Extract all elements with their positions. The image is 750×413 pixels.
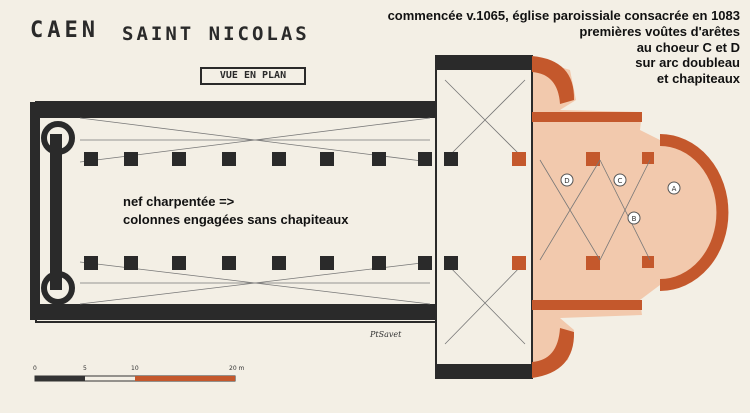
title-saint-nicolas: SAINT NICOLAS (122, 23, 310, 45)
title-caen: CAEN (30, 18, 99, 43)
signature: PtSavet (370, 330, 402, 339)
nave-note-line-2: colonnes engagées sans chapiteaux (123, 212, 349, 227)
nave-piers (84, 152, 432, 270)
scale-bar (34, 375, 236, 382)
west-towers (41, 121, 75, 305)
aisle-vaults (79, 117, 431, 305)
note-line-3: au choeur C et D (636, 39, 740, 55)
transept (435, 55, 533, 379)
transept-apses (532, 56, 575, 378)
bay-label-d: D (564, 177, 569, 185)
bay-marker-b (627, 211, 641, 225)
nave-walls (30, 101, 437, 323)
bay-label-a: A (672, 185, 677, 193)
bay-label-b: B (632, 215, 637, 223)
bay-marker-d (560, 173, 574, 187)
nave-note-line-1: nef charpentée => (123, 194, 235, 209)
apse-wall (659, 134, 729, 291)
scale-tick-5: 5 (83, 365, 87, 372)
choir-vaults (539, 159, 651, 261)
choir-piers (444, 112, 654, 310)
bay-marker-c (613, 173, 627, 187)
note-line-2: premières voûtes d'arêtes (579, 23, 740, 39)
nave-note: nef charpentée => colonnes engagées sans… (123, 193, 348, 229)
history-note: commencée v.1065, église paroissiale con… (320, 8, 740, 87)
scale-tick-0: 0 (33, 365, 37, 372)
bay-marker-a (667, 181, 681, 195)
note-line-1: commencée v.1065, église paroissiale con… (387, 8, 740, 23)
note-line-4: sur arc doubleau (635, 55, 740, 71)
bay-markers: A B C D (560, 173, 681, 225)
bay-label-c: C (618, 177, 623, 185)
view-label: VUE EN PLAN (200, 67, 306, 85)
scale-tick-20: 20 m (229, 365, 245, 372)
scale-tick-10: 10 (131, 365, 139, 372)
note-line-5: et chapiteaux (656, 71, 740, 87)
